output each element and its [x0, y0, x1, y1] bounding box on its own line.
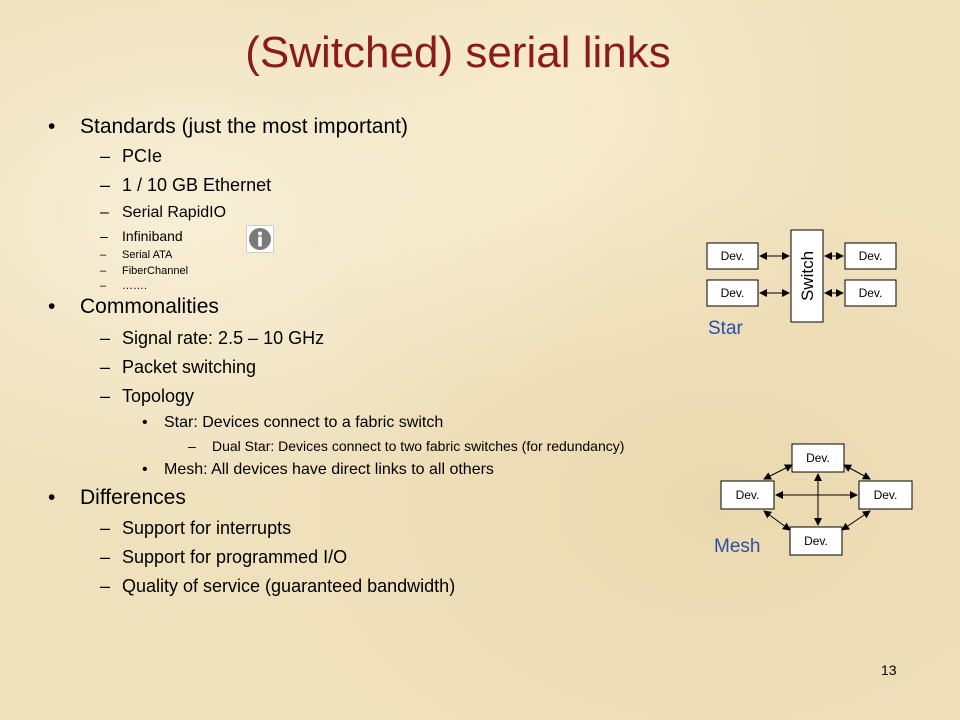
star-device-label: Dev. [859, 249, 883, 263]
dash-marker: – [100, 357, 111, 377]
list-item: Support for interrupts [122, 518, 292, 538]
list-item: Support for programmed I/O [122, 547, 348, 567]
mesh-link [841, 510, 871, 531]
mesh-link [763, 510, 791, 531]
mesh-device-box [789, 526, 843, 556]
dash-marker: – [100, 280, 107, 292]
bullet-marker: • [142, 461, 148, 478]
star-device-box [844, 279, 897, 307]
list-item: Signal rate: 2.5 – 10 GHz [122, 328, 325, 348]
mesh-device-label: Dev. [736, 488, 760, 502]
mesh-link [763, 464, 793, 480]
dash-marker: – [100, 518, 111, 538]
switch-box [790, 229, 824, 323]
star-device-box [706, 279, 759, 307]
list-item: Packet switching [122, 357, 257, 377]
bullet-marker: • [142, 414, 148, 431]
bullet-standards: Standards (just the most important) [80, 115, 408, 138]
list-item: Topology [122, 386, 195, 406]
slide-title: (Switched) serial links [245, 28, 671, 77]
dash-marker: – [100, 175, 111, 195]
dash-marker: – [100, 265, 107, 277]
dash-marker: – [100, 576, 111, 596]
list-item-star: Star: Devices connect to a fabric switch [164, 414, 444, 431]
mesh-device-label: Dev. [874, 488, 898, 502]
mesh-device-box [858, 480, 913, 510]
list-item-mesh: Mesh: All devices have direct links to a… [164, 461, 494, 478]
star-device-label: Dev. [721, 249, 745, 263]
list-item: Serial ATA [122, 249, 173, 261]
dash-marker: – [100, 146, 111, 166]
bullet-marker: • [48, 486, 56, 509]
star-device-label: Dev. [859, 286, 883, 300]
list-item: FiberChannel [122, 265, 189, 277]
mesh-device-label: Dev. [806, 451, 830, 465]
list-item: Quality of service (guaranteed bandwidth… [122, 576, 456, 596]
bullet-marker: • [48, 295, 56, 318]
mesh-diagram: Dev. Dev. Dev. Dev. [720, 443, 913, 556]
list-item: 1 / 10 GB Ethernet [122, 175, 272, 195]
mesh-device-box [791, 443, 845, 473]
dash-marker: – [188, 438, 196, 454]
dash-marker: – [100, 386, 111, 406]
list-item-dual-star: Dual Star: Devices connect to two fabric… [212, 438, 625, 454]
star-device-box [844, 242, 897, 270]
dash-marker: – [100, 547, 111, 567]
dash-marker: – [100, 249, 107, 261]
switch-label: Switch [798, 251, 817, 301]
bullet-differences: Differences [80, 486, 186, 509]
mesh-device-label: Dev. [804, 534, 828, 548]
star-device-label: Dev. [721, 286, 745, 300]
dash-marker: – [100, 204, 109, 221]
list-item: Serial RapidIO [122, 204, 227, 221]
bullet-commonalities: Commonalities [80, 295, 219, 318]
list-item: ……. [122, 280, 148, 292]
dash-marker: – [100, 228, 108, 244]
info-icon[interactable] [246, 225, 274, 253]
star-caption: Star [708, 318, 743, 339]
list-item: Infiniband [122, 228, 183, 244]
mesh-device-box [720, 480, 775, 510]
list-item: PCIe [122, 146, 163, 166]
mesh-link [843, 464, 871, 480]
dash-marker: – [100, 328, 111, 348]
mesh-caption: Mesh [714, 536, 761, 557]
star-device-box [706, 242, 759, 270]
page-number: 13 [881, 662, 897, 678]
star-diagram: Switch Dev. Dev. Dev. Dev. [706, 229, 897, 323]
bullet-marker: • [48, 115, 56, 138]
